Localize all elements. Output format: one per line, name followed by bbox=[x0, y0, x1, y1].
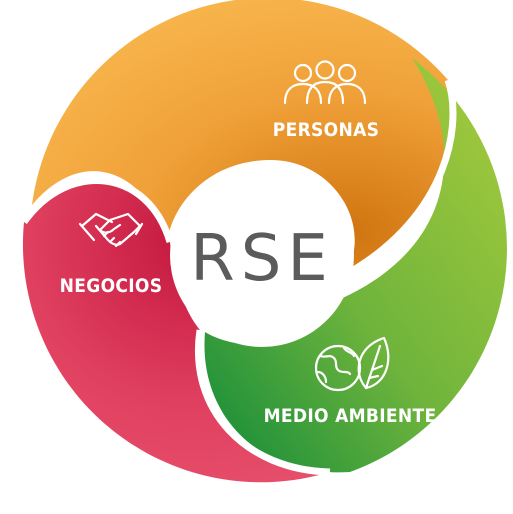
segment-negocios bbox=[22, 180, 330, 483]
handshake-icon bbox=[78, 212, 144, 248]
people-icon bbox=[283, 60, 367, 105]
segment-label-personas: PERSONAS bbox=[273, 119, 379, 141]
center-label: RSE bbox=[190, 222, 334, 296]
center-circle bbox=[170, 163, 354, 347]
segment-label-medio-ambiente: MEDIO AMBIENTE bbox=[264, 405, 437, 427]
segment-medio-ambiente bbox=[204, 58, 507, 473]
segment-personas bbox=[32, 0, 453, 275]
globe-leaf-icon bbox=[314, 336, 390, 392]
segment-label-negocios: NEGOCIOS bbox=[60, 275, 163, 297]
